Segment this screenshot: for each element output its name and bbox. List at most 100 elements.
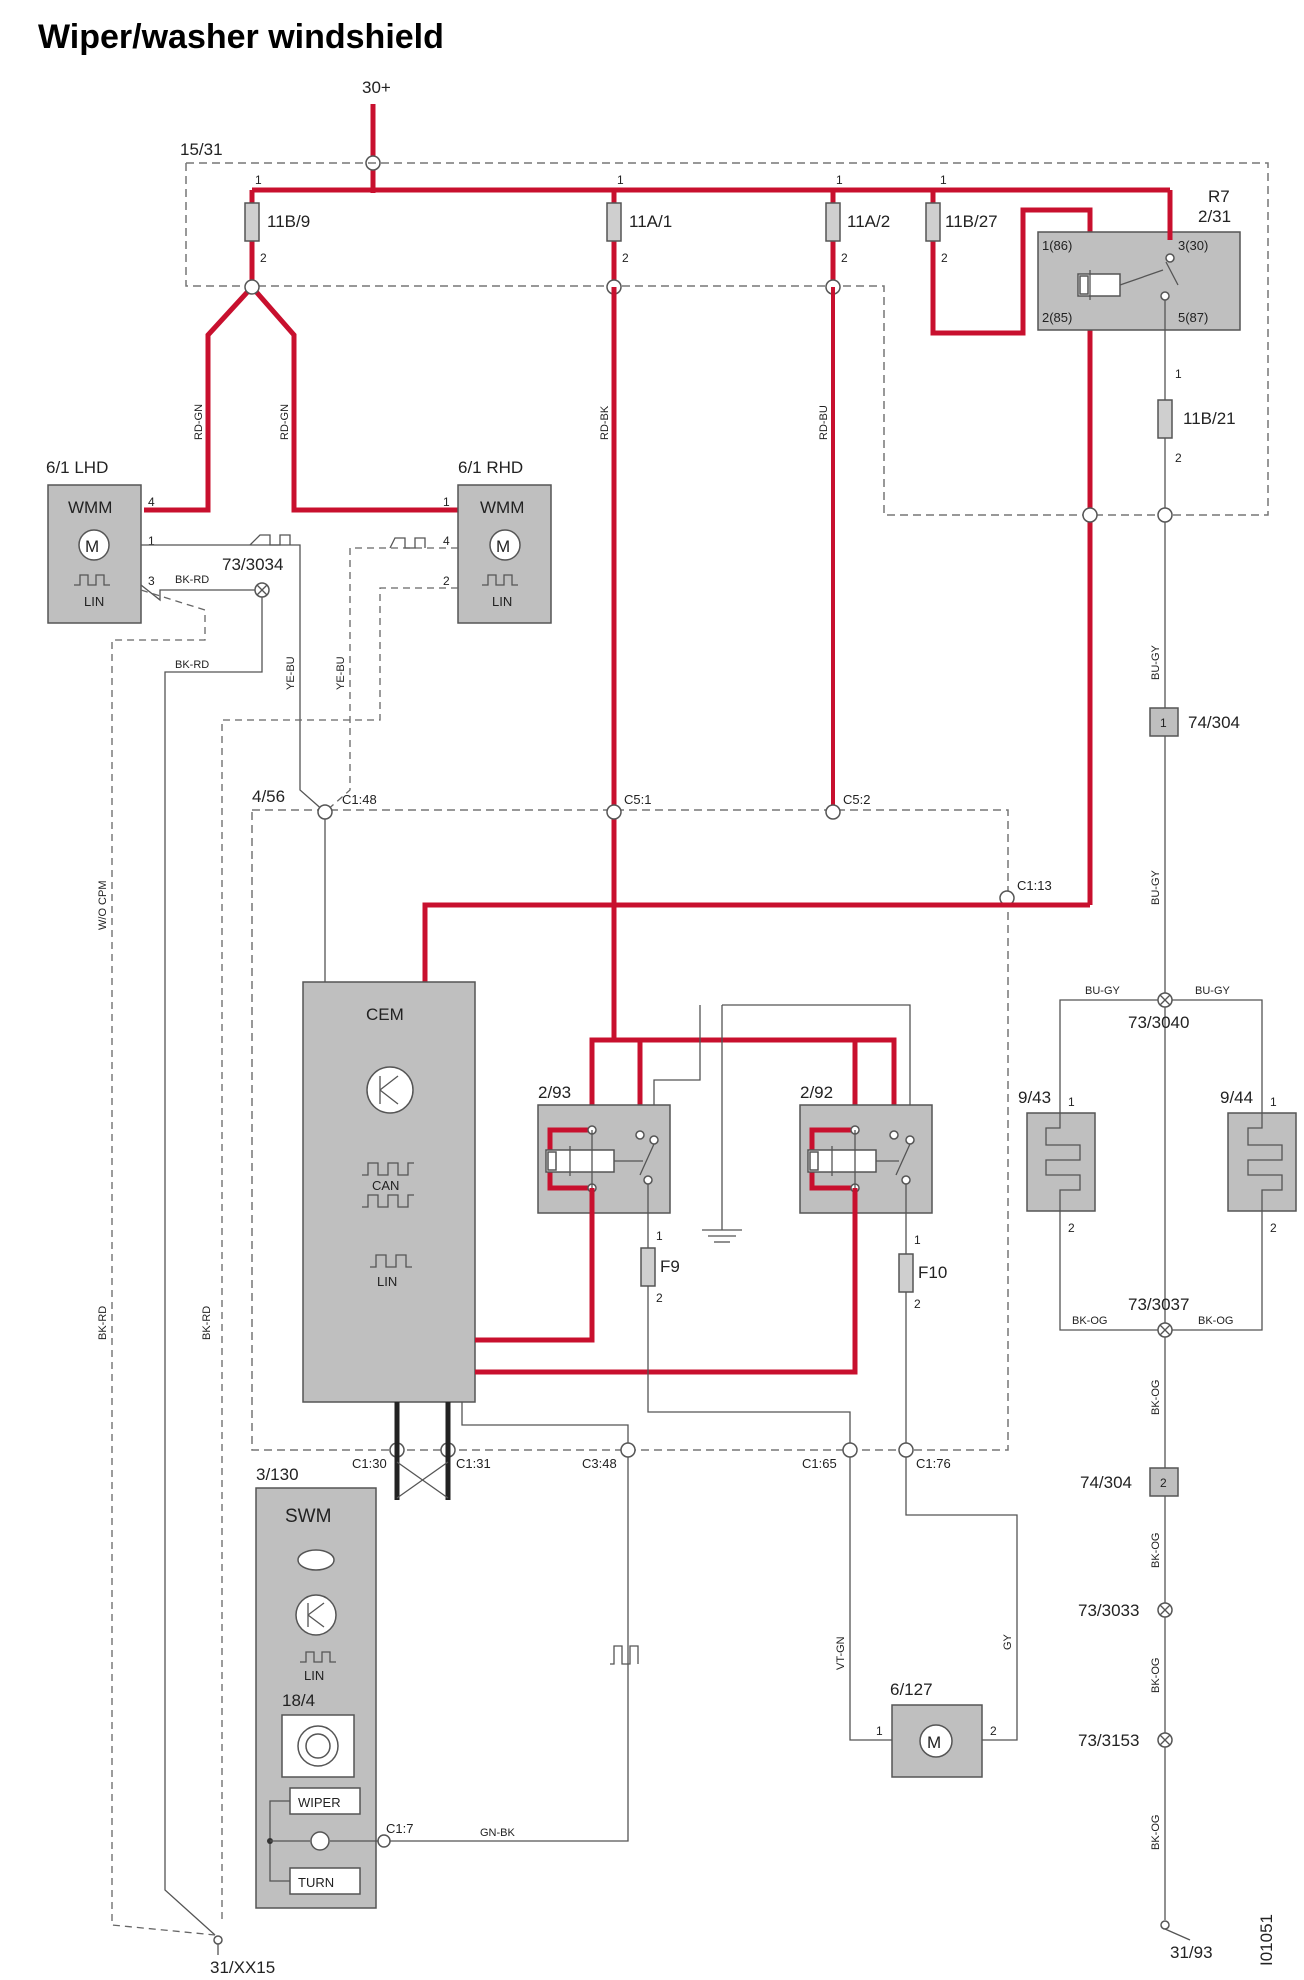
svg-text:BK-OG: BK-OG <box>1198 1315 1233 1327</box>
svg-text:GY: GY <box>1002 1633 1014 1650</box>
svg-text:SWM: SWM <box>285 1506 331 1527</box>
swm-module: 3/130 SWM LIN 18/4 WIPER TURN <box>255 1465 384 1909</box>
svg-text:BU-GY: BU-GY <box>1085 985 1121 997</box>
svg-text:1: 1 <box>836 173 843 187</box>
fuse-11b-9: 1 2 11B/9 <box>244 173 310 287</box>
svg-text:4: 4 <box>443 534 450 548</box>
ground-31-xx15: 31/XX15 <box>210 1935 275 1977</box>
wmm-lhd: 6/1 LHD WMM M LIN 4 1 3 <box>46 458 155 624</box>
svg-text:C1:13: C1:13 <box>1017 878 1052 893</box>
svg-text:2: 2 <box>1068 1221 1075 1235</box>
fuse-label: 11A/1 <box>629 212 672 231</box>
svg-text:CAN: CAN <box>372 1178 399 1193</box>
svg-text:C1:30: C1:30 <box>352 1456 387 1471</box>
svg-text:2: 2 <box>1160 1476 1167 1490</box>
relay-r7-code: 2/31 <box>1198 207 1231 226</box>
svg-text:BK-OG: BK-OG <box>1150 1533 1162 1568</box>
svg-text:BK-RD: BK-RD <box>175 659 209 671</box>
svg-text:2: 2 <box>622 251 629 265</box>
drawing-id: I01051 <box>1257 1914 1276 1966</box>
svg-text:C1:7: C1:7 <box>386 1821 413 1836</box>
splice-73-3033: 73/3033 <box>1078 1601 1173 1620</box>
svg-text:74/304: 74/304 <box>1188 713 1240 732</box>
switch-code: 18/4 <box>282 1691 315 1710</box>
svg-text:1: 1 <box>914 1233 921 1247</box>
wmm-rhd: 6/1 RHD WMM M LIN 1 4 2 <box>443 458 552 624</box>
svg-text:LIN: LIN <box>492 594 512 609</box>
svg-text:73/3033: 73/3033 <box>1078 1601 1139 1620</box>
svg-text:31/93: 31/93 <box>1170 1943 1213 1962</box>
svg-text:RD-BU: RD-BU <box>818 405 830 440</box>
svg-text:1: 1 <box>1068 1095 1075 1109</box>
relay-r7: R7 2/31 1(86) 2(85) 3(30) 5(87) <box>1037 187 1241 905</box>
svg-text:BK-OG: BK-OG <box>1150 1815 1162 1850</box>
svg-text:73/3153: 73/3153 <box>1078 1731 1139 1750</box>
svg-text:CEM: CEM <box>366 1005 404 1024</box>
fuse-f10: 1 2 F10 <box>898 1233 947 1448</box>
supply-30: 30+ <box>252 78 1170 193</box>
svg-text:2: 2 <box>656 1291 663 1305</box>
svg-text:F9: F9 <box>660 1257 680 1276</box>
svg-text:BU-GY: BU-GY <box>1195 985 1231 997</box>
svg-text:VT-GN: VT-GN <box>835 1636 847 1670</box>
swm-code: 3/130 <box>256 1465 299 1484</box>
svg-text:F10: F10 <box>918 1263 947 1282</box>
fuse-label: 11B/9 <box>267 212 310 231</box>
svg-text:YE-BU: YE-BU <box>285 656 297 690</box>
fuse-f9: 1 2 F9 <box>640 1229 851 1448</box>
svg-text:GN-BK: GN-BK <box>480 1827 516 1839</box>
svg-text:BK-RD: BK-RD <box>97 1306 109 1340</box>
svg-text:2: 2 <box>914 1297 921 1311</box>
svg-text:BK-RD: BK-RD <box>201 1306 213 1340</box>
supply-label: 30+ <box>362 78 391 97</box>
svg-text:1: 1 <box>1270 1095 1277 1109</box>
svg-text:BK-OG: BK-OG <box>1150 1380 1162 1415</box>
svg-text:1: 1 <box>148 534 155 548</box>
svg-text:5(87): 5(87) <box>1178 310 1208 325</box>
svg-text:BK-OG: BK-OG <box>1072 1315 1107 1327</box>
cem-area: 4/56 C1:48 C5:1 C5:2 C1:13 <box>251 787 1052 1451</box>
washer-pump: 6/127 M 1 2 <box>876 1680 997 1778</box>
cem-code: 4/56 <box>252 787 285 806</box>
svg-text:2: 2 <box>941 251 948 265</box>
svg-text:C1:65: C1:65 <box>802 1456 837 1471</box>
svg-text:2: 2 <box>841 251 848 265</box>
svg-text:BK-RD: BK-RD <box>175 574 209 586</box>
ground-31-93: 31/93 <box>1160 1920 1213 1962</box>
svg-text:2: 2 <box>1175 451 1182 465</box>
wmm-rhd-code: 6/1 RHD <box>458 458 523 477</box>
svg-text:WIPER: WIPER <box>298 1795 341 1810</box>
svg-text:73/3037: 73/3037 <box>1128 1295 1189 1314</box>
svg-text:RD-GN: RD-GN <box>193 404 205 440</box>
relay-code: 2/92 <box>800 1083 833 1102</box>
svg-text:LIN: LIN <box>84 594 104 609</box>
relay-code: 2/93 <box>538 1083 571 1102</box>
fuse-label: 11B/21 <box>1183 409 1236 428</box>
svg-text:1(86): 1(86) <box>1042 238 1072 253</box>
svg-text:YE-BU: YE-BU <box>335 656 347 690</box>
fuse-box-label: 15/31 <box>180 140 223 159</box>
svg-text:C3:48: C3:48 <box>582 1456 617 1471</box>
svg-text:74/304: 74/304 <box>1080 1473 1132 1492</box>
svg-text:BU-GY: BU-GY <box>1150 870 1162 906</box>
svg-text:3: 3 <box>148 574 155 588</box>
motor-icon: M <box>85 537 99 556</box>
svg-text:WMM: WMM <box>480 498 524 517</box>
svg-text:C1:48: C1:48 <box>342 792 377 807</box>
svg-text:73/3040: 73/3040 <box>1128 1013 1189 1032</box>
svg-text:2: 2 <box>443 574 450 588</box>
svg-text:2: 2 <box>990 1724 997 1738</box>
svg-text:LIN: LIN <box>304 1668 324 1683</box>
svg-text:TURN: TURN <box>298 1875 334 1890</box>
svg-text:LIN: LIN <box>377 1274 397 1289</box>
svg-text:BU-GY: BU-GY <box>1150 645 1162 681</box>
svg-text:2: 2 <box>260 251 267 265</box>
svg-text:RD-GN: RD-GN <box>279 404 291 440</box>
svg-text:4: 4 <box>148 495 155 509</box>
svg-text:W/O CPM: W/O CPM <box>97 881 109 931</box>
svg-text:1: 1 <box>656 1229 663 1243</box>
fuse-box-15-31: 15/31 <box>180 140 1269 516</box>
svg-text:BK-OG: BK-OG <box>1150 1658 1162 1693</box>
motor-icon: M <box>496 537 510 556</box>
